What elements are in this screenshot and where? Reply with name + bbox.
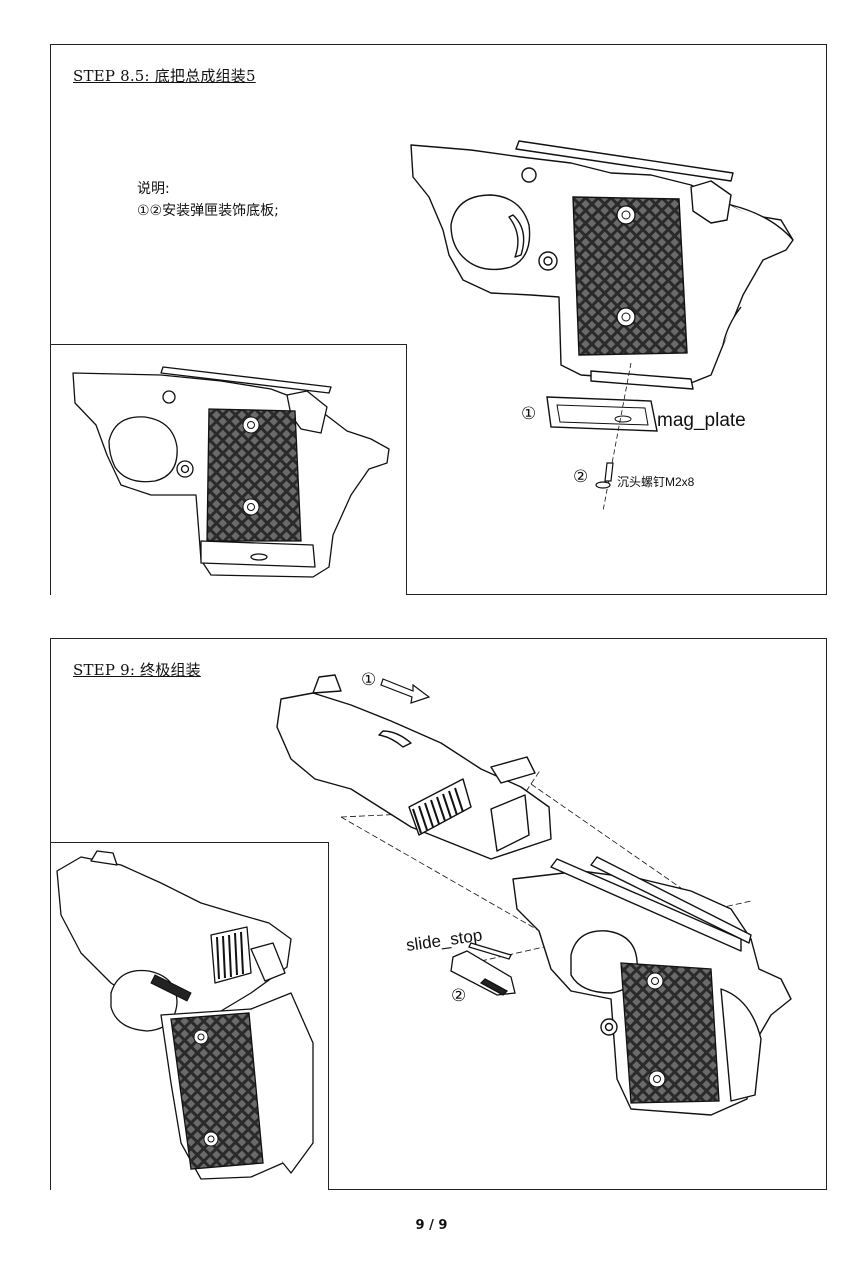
callout-2: ②: [573, 467, 588, 486]
countersunk-screw-part: [595, 362, 632, 512]
mag-plate-part: [546, 396, 658, 432]
assembled-pistol: [56, 850, 314, 1180]
direction-arrow-icon: [380, 678, 431, 704]
step-8-5-inset: [51, 344, 407, 595]
page-number: 9 / 9: [415, 1218, 448, 1233]
grip-panel: [572, 196, 688, 356]
pistol-assembled-drawing: [56, 850, 314, 1180]
frame-grip-panel: [620, 962, 720, 1104]
slide-stop-part: [450, 942, 516, 996]
notes-line: ①②安装弹匣装饰底板;: [137, 203, 279, 219]
frame-exploded-drawing: ① mag_plate ② 沉头螺钉M2x8: [410, 140, 794, 512]
notes-heading: 说明:: [137, 181, 170, 197]
screw-label: 沉头螺钉M2x8: [617, 475, 695, 489]
step-8-5-title: STEP 8.5: 底把总成组装5: [73, 67, 256, 85]
step-9-panel: STEP 9: 终极组装: [50, 638, 827, 1190]
inset-slide-serrations: [216, 931, 244, 980]
frame-assembled-drawing: [72, 366, 390, 578]
slide-serrations: [412, 787, 464, 834]
slide-stop-label: slide_stop: [405, 925, 483, 954]
step-9-title: STEP 9: 终极组装: [73, 661, 201, 679]
mag-plate-label: mag_plate: [657, 410, 746, 431]
callout-1: ①: [361, 670, 376, 689]
final-assembly-drawing: ① slide_stop ②: [276, 670, 792, 1116]
step-8-5-panel: STEP 8.5: 底把总成组装5 说明: ①②安装弹匣装饰底板;: [50, 44, 827, 595]
callout-1: ①: [521, 404, 536, 423]
step-9-inset: [51, 842, 329, 1190]
callout-2: ②: [451, 986, 466, 1005]
step-8-5-notes: 说明: ①②安装弹匣装饰底板;: [137, 178, 279, 222]
